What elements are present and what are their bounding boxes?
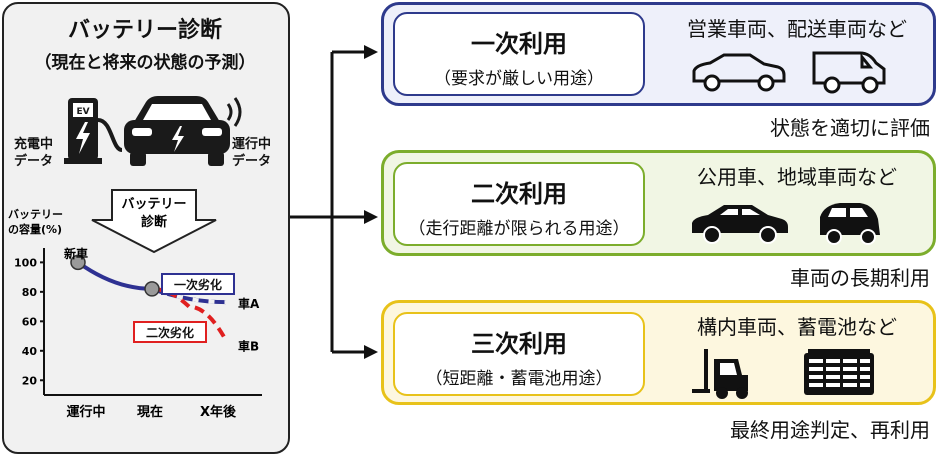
y-axis-label-line1: バッテリー bbox=[8, 208, 63, 221]
compact-car-icon bbox=[820, 203, 880, 245]
y-tick-label: 40 bbox=[22, 345, 38, 358]
arrow-label-line1: バッテリー bbox=[121, 197, 186, 212]
secondary-use-box: 二次利用 （走行距離が限られる用途） bbox=[393, 162, 645, 246]
secondary-use-panel: 二次利用 （走行距離が限られる用途） 公用車、地域車両など bbox=[381, 150, 936, 256]
primary-use-box: 一次利用 （要求が厳しい用途） bbox=[393, 12, 645, 96]
primary-degradation-box bbox=[161, 273, 235, 295]
primary-degradation-label: 一次劣化 bbox=[174, 277, 222, 292]
primary-use-examples: 営業車両、配送車両など bbox=[687, 17, 907, 41]
tertiary-use-box: 三次利用 （短距離・蓄電池用途） bbox=[393, 312, 645, 396]
capacity-chart: バッテリー の容量(%) 100 80 60 40 20 運行中 現在 X年後 車A 車B 新… bbox=[8, 208, 262, 420]
diagnosis-graphics: EV バッテリー 診断 バッテリー の容量(%) 100 80 60 40 20 運行中… bbox=[8, 96, 262, 420]
van-icon bbox=[812, 51, 886, 94]
tertiary-use-title: 三次利用 bbox=[471, 330, 567, 358]
secondary-use-examples: 公用車、地域車両など bbox=[697, 165, 897, 189]
primary-use-outcome: 状態を適切に評価 bbox=[770, 116, 930, 140]
secondary-use-subtitle: （走行距離が限られる用途） bbox=[408, 219, 630, 239]
x-tick-label: X年後 bbox=[200, 404, 237, 420]
primary-use-title: 一次利用 bbox=[471, 30, 567, 58]
sedan-icon bbox=[692, 53, 786, 92]
tertiary-use-panel: 三次利用 （短距離・蓄電池用途） 構内車両、蓄電池など bbox=[381, 300, 936, 405]
new-vehicle-point bbox=[70, 254, 86, 271]
charging-data-label: 充電中データ bbox=[14, 137, 54, 169]
y-tick-label: 60 bbox=[22, 315, 38, 328]
current-point bbox=[144, 281, 160, 297]
x-tick-label: 運行中 bbox=[66, 404, 105, 420]
ev-badge: EV bbox=[76, 107, 89, 117]
arrow-label-line2: 診断 bbox=[141, 214, 167, 230]
panel-subtitle: （現在と将来の状態の予測） bbox=[34, 53, 256, 73]
y-tick-label: 100 bbox=[14, 256, 37, 269]
y-tick-label: 80 bbox=[22, 286, 38, 299]
sedan-icon bbox=[692, 205, 788, 244]
secondary-use-outcome: 車両の長期利用 bbox=[790, 266, 930, 290]
tertiary-use-examples: 構内車両、蓄電池など bbox=[697, 315, 897, 339]
driving-data-label: 運行中データ bbox=[232, 137, 272, 169]
ev-car-front-icon bbox=[124, 96, 230, 166]
primary-use-panel: 一次利用 （要求が厳しい用途） 営業車両、配送車両など bbox=[381, 2, 936, 106]
tertiary-use-subtitle: （短距離・蓄電池用途） bbox=[425, 369, 613, 389]
secondary-use-title: 二次利用 bbox=[471, 180, 567, 208]
primary-use-subtitle: （要求が厳しい用途） bbox=[434, 69, 604, 89]
y-tick-label: 20 bbox=[22, 374, 38, 387]
forklift-icon bbox=[692, 349, 748, 399]
y-axis-label-line2: の容量(%) bbox=[8, 222, 62, 236]
x-tick-label: 現在 bbox=[137, 404, 163, 420]
battery-storage-icon bbox=[804, 349, 874, 395]
secondary-degradation-box bbox=[133, 321, 207, 343]
diagnosis-down-arrow: バッテリー 診断 bbox=[91, 189, 217, 254]
ev-charger-icon: EV bbox=[64, 98, 123, 164]
secondary-degradation-label: 二次劣化 bbox=[146, 325, 194, 340]
panel-title: バッテリー診断 bbox=[67, 18, 222, 43]
new-vehicle-label: 新車 bbox=[64, 246, 88, 261]
series-line-1 bbox=[151, 286, 228, 342]
signal-waves-icon bbox=[226, 97, 242, 127]
series-label-1: 車B bbox=[238, 338, 259, 353]
tertiary-use-outcome: 最終用途判定、再利用 bbox=[730, 418, 930, 442]
series-label-0: 車A bbox=[238, 296, 260, 311]
